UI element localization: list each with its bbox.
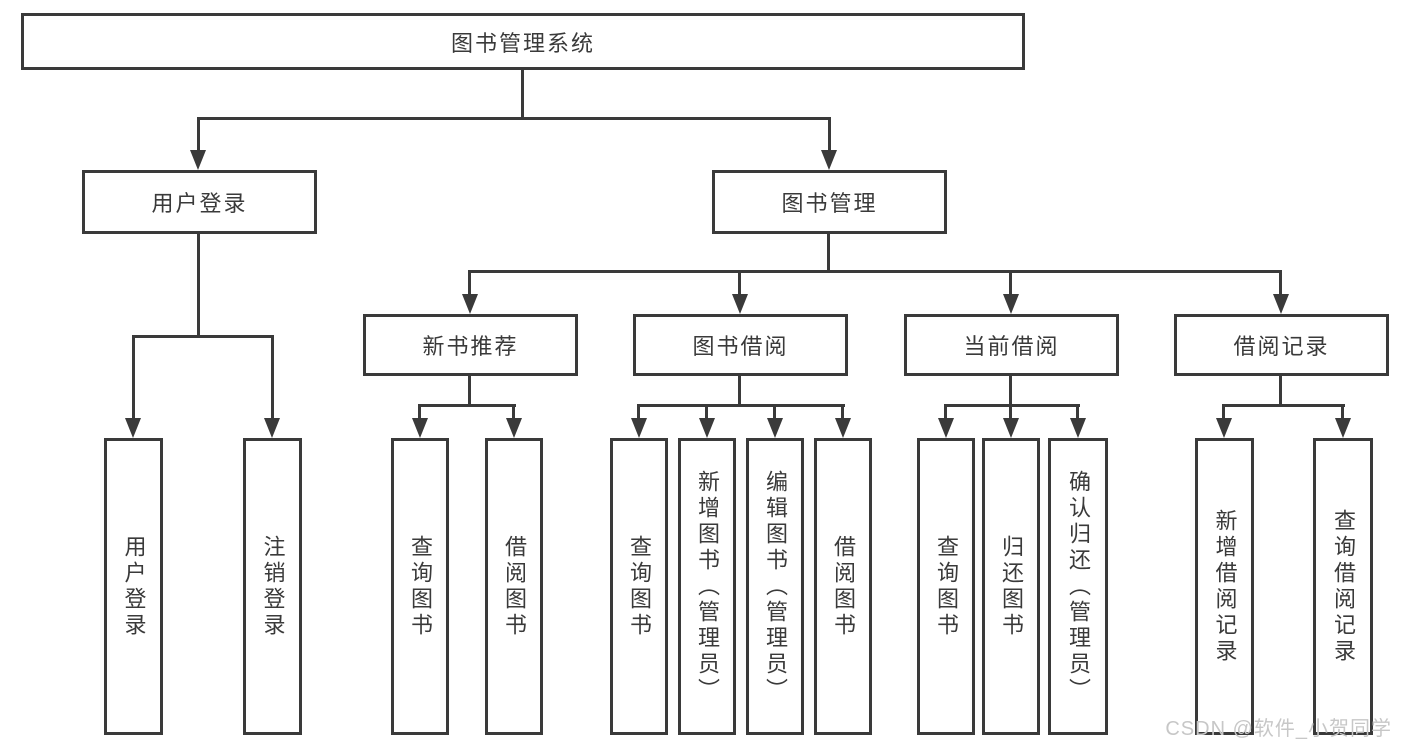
arrow-down-icon (821, 150, 837, 170)
arrow-down-icon (1003, 418, 1019, 438)
arrow-down-icon (631, 418, 647, 438)
node-borrowing-records: 借阅记录 (1174, 314, 1389, 376)
connector-bookmgmt-drop-1 (468, 270, 471, 297)
arrow-down-icon (732, 294, 748, 314)
arrow-down-icon (506, 418, 522, 438)
connector-newbooks-drop-1 (418, 404, 421, 421)
connector-currentborrow-drop-3 (1076, 404, 1079, 421)
leaf-query-books-borrowing: 查询图书 (610, 438, 668, 735)
arrow-down-icon (1273, 294, 1289, 314)
arrow-down-icon (767, 418, 783, 438)
node-book-management: 图书管理 (712, 170, 947, 234)
connector-root-drop-left (197, 117, 200, 153)
arrow-down-icon (190, 150, 206, 170)
connector-currentborrow-drop-2 (1009, 404, 1012, 421)
leaf-logout: 注销登录 (243, 438, 302, 735)
connector-root-stem (521, 70, 524, 119)
connector-newbooks-rail (418, 404, 516, 407)
connector-root-rail (197, 117, 831, 120)
connector-bookmgmt-drop-2 (738, 270, 741, 297)
leaf-confirm-return-admin: 确认归还（管理员） (1048, 438, 1108, 735)
leaf-add-book-admin: 新增图书（管理员） (678, 438, 736, 735)
connector-bookmgmt-drop-4 (1279, 270, 1282, 297)
leaf-query-books-recommend: 查询图书 (391, 438, 449, 735)
leaf-query-borrow-record: 查询借阅记录 (1313, 438, 1373, 735)
arrow-down-icon (699, 418, 715, 438)
node-book-borrowing: 图书借阅 (633, 314, 848, 376)
leaf-return-books: 归还图书 (982, 438, 1040, 735)
connector-bookborrow-rail (637, 404, 845, 407)
leaf-edit-book-admin: 编辑图书（管理员） (746, 438, 804, 735)
arrow-down-icon (1003, 294, 1019, 314)
connector-userlogin-drop-left (132, 335, 135, 420)
connector-userlogin-stem (197, 234, 200, 338)
connector-bookborrow-stem (738, 376, 741, 407)
connector-bookmgmt-stem (827, 234, 830, 273)
arrow-down-icon (125, 418, 141, 438)
connector-records-drop-1 (1222, 404, 1225, 421)
connector-bookborrow-drop-3 (773, 404, 776, 421)
connector-bookmgmt-rail (468, 270, 1282, 273)
arrow-down-icon (1070, 418, 1086, 438)
connector-userlogin-rail (132, 335, 274, 338)
connector-userlogin-drop-right (271, 335, 274, 420)
leaf-user-login: 用户登录 (104, 438, 163, 735)
arrow-down-icon (1335, 418, 1351, 438)
node-new-book-recommend: 新书推荐 (363, 314, 578, 376)
node-current-borrowing: 当前借阅 (904, 314, 1119, 376)
arrow-down-icon (462, 294, 478, 314)
connector-records-drop-2 (1341, 404, 1344, 421)
connector-bookborrow-drop-2 (705, 404, 708, 421)
leaf-add-borrow-record: 新增借阅记录 (1195, 438, 1254, 735)
node-root: 图书管理系统 (21, 13, 1025, 70)
leaf-query-books-current: 查询图书 (917, 438, 975, 735)
arrow-down-icon (1216, 418, 1232, 438)
arrow-down-icon (835, 418, 851, 438)
connector-newbooks-drop-2 (512, 404, 515, 421)
connector-currentborrow-rail (944, 404, 1080, 407)
arrow-down-icon (264, 418, 280, 438)
connector-records-rail (1222, 404, 1345, 407)
leaf-borrow-books-recommend: 借阅图书 (485, 438, 543, 735)
connector-currentborrow-stem (1009, 376, 1012, 407)
connector-newbooks-stem (468, 376, 471, 407)
arrow-down-icon (938, 418, 954, 438)
arrow-down-icon (412, 418, 428, 438)
watermark: CSDN @软件_小贺同学 (1165, 718, 1392, 740)
connector-currentborrow-drop-1 (944, 404, 947, 421)
connector-bookmgmt-drop-3 (1009, 270, 1012, 297)
connector-bookborrow-drop-1 (637, 404, 640, 421)
leaf-borrow-books-borrowing: 借阅图书 (814, 438, 872, 735)
connector-records-stem (1279, 376, 1282, 407)
node-user-login: 用户登录 (82, 170, 317, 234)
connector-bookborrow-drop-4 (841, 404, 844, 421)
connector-root-drop-right (828, 117, 831, 153)
